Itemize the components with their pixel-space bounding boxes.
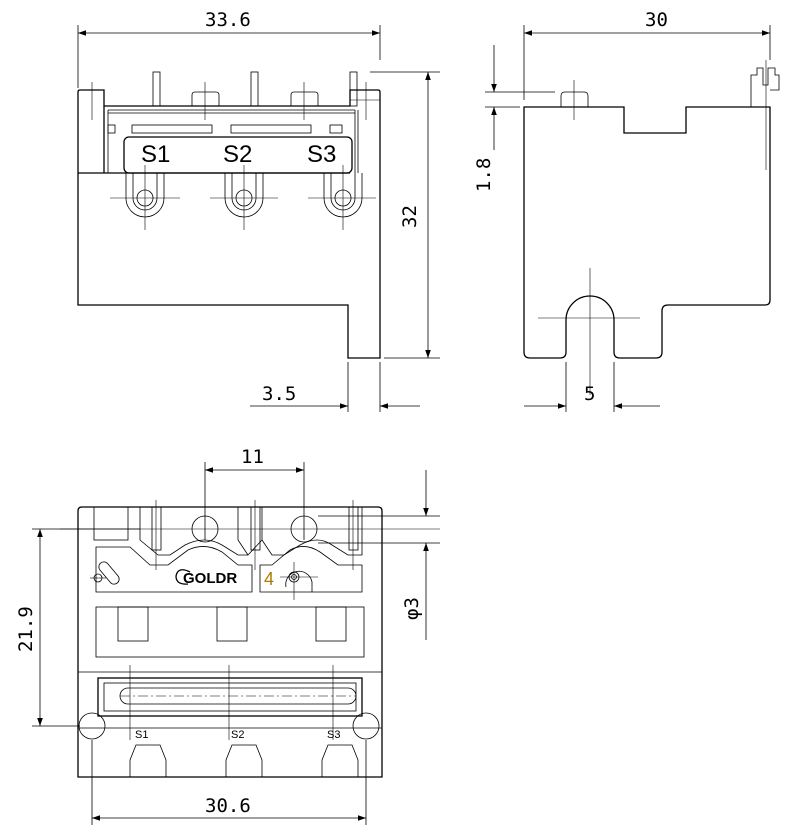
marker-4: 4	[264, 569, 274, 589]
logo-text: GOLDR	[183, 570, 237, 587]
dim-pitch-11: 11	[241, 446, 264, 468]
bottom-terminal-s1: S1	[135, 729, 148, 741]
front-view: S1 S2 S3	[77, 9, 440, 412]
side-view: 30 1.8 5	[473, 9, 780, 412]
terminal-label-s1: S1	[141, 141, 170, 168]
side-body-outline	[523, 106, 771, 359]
dim-tab-1-8: 1.8	[473, 158, 495, 192]
dim-width-33-6: 33.6	[205, 9, 251, 31]
dim-width-30-6: 30.6	[205, 795, 251, 817]
dim-foot-3-5: 3.5	[262, 383, 296, 405]
dim-height-21-9: 21.9	[15, 606, 37, 652]
bottom-view: GOLDR 4 S1 S2 S3 11 21.9 φ3 30.6	[15, 446, 440, 825]
front-body-outline	[77, 89, 381, 359]
bottom-body-outline	[77, 506, 383, 778]
dim-width-30: 30	[645, 9, 668, 31]
bottom-terminal-s2: S2	[231, 729, 244, 741]
bottom-terminal-s3: S3	[327, 729, 340, 741]
terminal-label-plate	[123, 136, 353, 174]
logo: GOLDR	[175, 569, 237, 587]
terminal-label-s3: S3	[307, 141, 336, 168]
dim-hole-phi-3: φ3	[401, 597, 423, 620]
terminal-label-s2: S2	[223, 141, 252, 168]
dim-height-32: 32	[399, 205, 421, 228]
dim-slot-5: 5	[584, 383, 595, 405]
